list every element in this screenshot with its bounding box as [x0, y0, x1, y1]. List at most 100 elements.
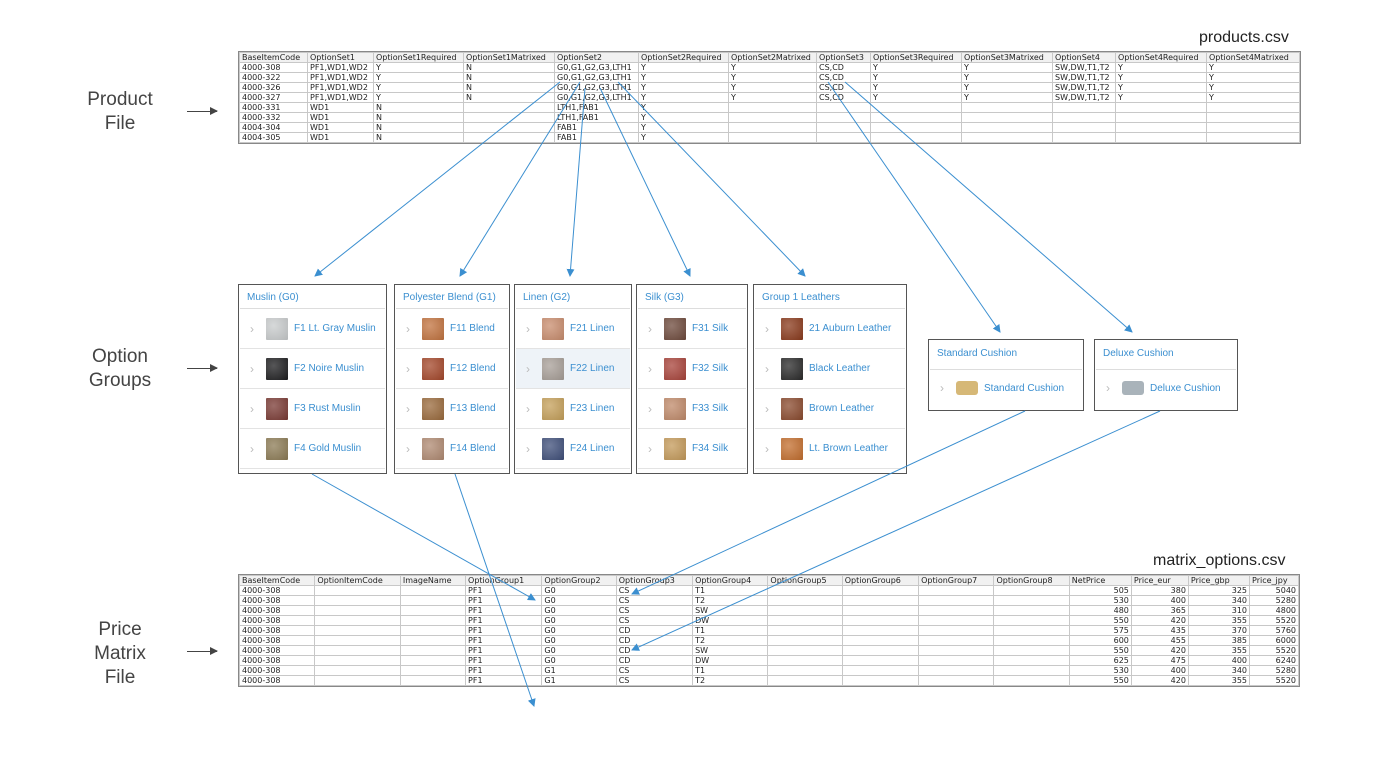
- matrix-cell: G0: [541, 615, 617, 626]
- products-cell: Y: [728, 72, 817, 83]
- cushion-item[interactable]: ›Standard Cushion: [930, 370, 1082, 406]
- fabric-swatch-icon: [542, 437, 564, 460]
- products-cell: Y: [373, 72, 464, 83]
- matrix-cell: [314, 635, 401, 646]
- products-cell: Y: [728, 92, 817, 103]
- option-item[interactable]: ›F21 Linen: [516, 309, 630, 349]
- matrix-cell: T1: [692, 665, 769, 676]
- option-group-polyester: Polyester Blend (G1)›F11 Blend›F12 Blend…: [394, 284, 510, 474]
- products-cell: FAB1: [554, 132, 639, 143]
- option-item[interactable]: ›F23 Linen: [516, 389, 630, 429]
- option-group-title: Polyester Blend (G1): [396, 285, 508, 309]
- option-item[interactable]: ›Lt. Brown Leather: [755, 429, 905, 469]
- chevron-right-icon: ›: [526, 321, 530, 336]
- products-cell: [1052, 112, 1116, 123]
- matrix-cell: 600: [1068, 635, 1132, 646]
- matrix-cell: CD: [615, 635, 694, 646]
- matrix-cell: [767, 655, 843, 666]
- option-item[interactable]: ›Black Leather: [755, 349, 905, 389]
- chevron-right-icon: ›: [648, 321, 652, 336]
- matrix-cell: [767, 605, 843, 616]
- matrix-cell: CS: [615, 615, 694, 626]
- option-group-title: Muslin (G0): [240, 285, 385, 309]
- option-item[interactable]: ›F11 Blend: [396, 309, 508, 349]
- matrix-cell: 355: [1187, 645, 1251, 656]
- option-item[interactable]: ›F24 Linen: [516, 429, 630, 469]
- product-file-arrow: [187, 107, 218, 115]
- matrix-cell: 340: [1187, 665, 1251, 676]
- matrix-cell: [399, 615, 467, 626]
- chevron-right-icon: ›: [765, 401, 769, 416]
- chevron-right-icon: ›: [648, 401, 652, 416]
- option-item[interactable]: ›Brown Leather: [755, 389, 905, 429]
- products-cell: LTH1,FAB1: [554, 102, 639, 113]
- matrix-header-cell: Price_eur: [1130, 575, 1189, 586]
- option-item[interactable]: ›F22 Linen: [516, 349, 630, 389]
- matrix-cell: G0: [541, 645, 617, 656]
- matrix-cell: G0: [541, 655, 617, 666]
- option-item[interactable]: ›F12 Blend: [396, 349, 508, 389]
- products-cell: Y: [870, 62, 962, 73]
- products-cell: [1206, 132, 1300, 143]
- matrix-cell: [841, 675, 920, 686]
- option-item[interactable]: ›F2 Noire Muslin: [240, 349, 385, 389]
- option-item[interactable]: ›F3 Rust Muslin: [240, 389, 385, 429]
- option-groups-label-line1: Option: [92, 346, 148, 367]
- products-header-cell: BaseItemCode: [239, 52, 308, 63]
- matrix-header-cell: Price_jpy: [1249, 575, 1299, 586]
- price-matrix-label-line1: Price: [98, 619, 142, 640]
- option-item[interactable]: ›F32 Silk: [638, 349, 746, 389]
- fabric-swatch-icon: [664, 317, 686, 340]
- option-item[interactable]: ›F14 Blend: [396, 429, 508, 469]
- products-cell: [816, 102, 871, 113]
- chevron-right-icon: ›: [250, 441, 254, 456]
- matrix-cell: [314, 595, 401, 606]
- matrix-cell: T1: [692, 585, 769, 596]
- fabric-swatch-icon: [266, 397, 288, 420]
- matrix-cell: PF1: [465, 595, 543, 606]
- option-item-label: 21 Auburn Leather: [809, 323, 892, 334]
- matrix-cell: [841, 605, 920, 616]
- products-cell: WD1: [307, 132, 374, 143]
- matrix-cell: [314, 655, 401, 666]
- option-item[interactable]: ›F1 Lt. Gray Muslin: [240, 309, 385, 349]
- products-cell: FAB1: [554, 122, 639, 133]
- products-cell: N: [463, 92, 555, 103]
- option-item[interactable]: ›21 Auburn Leather: [755, 309, 905, 349]
- products-cell: [728, 122, 817, 133]
- products-cell: [463, 122, 555, 133]
- matrix-cell: 5040: [1249, 585, 1299, 596]
- matrix-cell: [993, 615, 1070, 626]
- matrix-cell: 530: [1068, 595, 1132, 606]
- matrix-cell: 420: [1130, 645, 1189, 656]
- products-csv-title: products.csv: [1199, 29, 1289, 46]
- option-item[interactable]: ›F34 Silk: [638, 429, 746, 469]
- option-item-label: F11 Blend: [450, 323, 495, 334]
- option-item[interactable]: ›F31 Silk: [638, 309, 746, 349]
- price-matrix-label-line2: Matrix: [94, 643, 146, 664]
- option-item-label: F3 Rust Muslin: [294, 403, 361, 414]
- products-cell: 4000-332: [239, 112, 308, 123]
- products-header-cell: OptionSet4Matrixed: [1206, 52, 1300, 63]
- option-group-silk: Silk (G3)›F31 Silk›F32 Silk›F33 Silk›F34…: [636, 284, 748, 474]
- matrix-cell: 4000-308: [238, 675, 316, 686]
- products-cell: CS,CD: [816, 92, 871, 103]
- option-item[interactable]: ›F33 Silk: [638, 389, 746, 429]
- price-matrix-arrow: [187, 647, 218, 655]
- option-item[interactable]: ›F13 Blend: [396, 389, 508, 429]
- option-group-title: Silk (G3): [638, 285, 746, 309]
- matrix-cell: [767, 635, 843, 646]
- price-matrix-label: Price Matrix File: [70, 618, 170, 690]
- cushion-item[interactable]: ›Deluxe Cushion: [1096, 370, 1236, 406]
- matrix-cell: 4800: [1249, 605, 1299, 616]
- products-cell: Y: [1206, 72, 1300, 83]
- matrix-cell: 400: [1187, 655, 1251, 666]
- option-item[interactable]: ›F4 Gold Muslin: [240, 429, 385, 469]
- matrix-cell: T2: [692, 635, 769, 646]
- products-cell: 4000-331: [239, 102, 308, 113]
